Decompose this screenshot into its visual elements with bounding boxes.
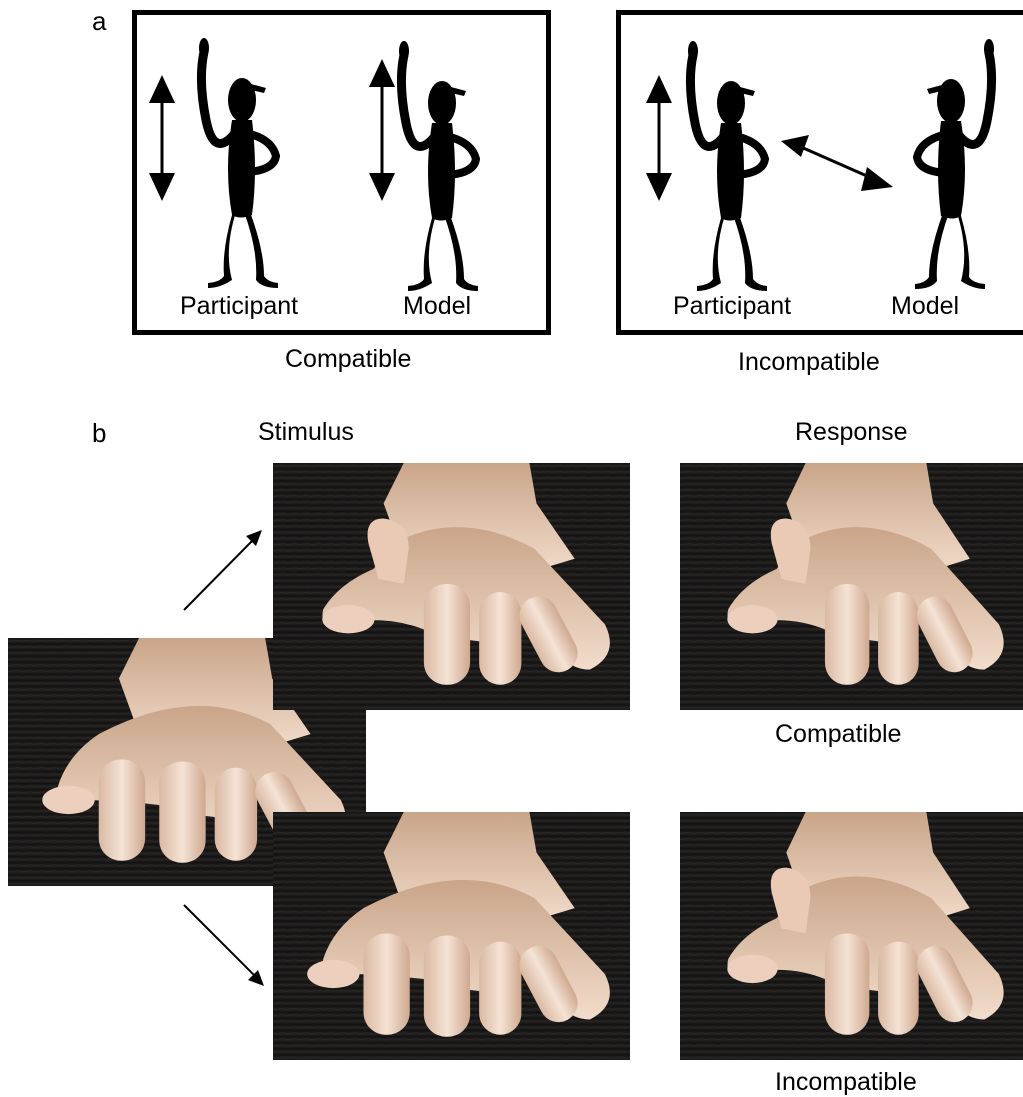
double-arrow-icon <box>149 75 175 201</box>
response-incompatible-photo <box>680 812 1023 1060</box>
double-arrow-icon <box>646 75 672 201</box>
model-figure-icon <box>915 39 994 289</box>
participant-label: Participant <box>180 292 298 321</box>
compatible-figure-box: Participant Model <box>132 10 551 335</box>
participant-figure-icon <box>688 41 767 291</box>
compatible-caption-a: Compatible <box>285 345 411 374</box>
response-compatible-photo <box>680 463 1023 710</box>
incompatible-figure-box: Participant Model <box>616 10 1023 335</box>
model-figure-icon <box>399 41 478 291</box>
arrow-up-right-icon <box>184 530 262 610</box>
participant-figure-icon <box>199 38 278 288</box>
response-header: Response <box>795 418 908 447</box>
stimulus-fingers-down-photo <box>273 812 630 1060</box>
double-arrow-icon <box>369 59 395 201</box>
diagonal-double-arrow-icon <box>781 135 893 191</box>
arrow-down-right-icon <box>184 905 264 986</box>
stimulus-header: Stimulus <box>258 418 354 447</box>
incompatible-caption-a: Incompatible <box>738 348 880 377</box>
model-label: Model <box>403 292 471 321</box>
panel-a-letter: a <box>92 6 106 37</box>
participant-label: Participant <box>673 292 791 321</box>
incompatible-caption-b: Incompatible <box>775 1068 917 1097</box>
compatible-caption-b: Compatible <box>775 720 901 749</box>
panel-b-letter: b <box>92 418 106 449</box>
model-label: Model <box>891 292 959 321</box>
stimulus-thumb-up-photo <box>273 463 630 710</box>
